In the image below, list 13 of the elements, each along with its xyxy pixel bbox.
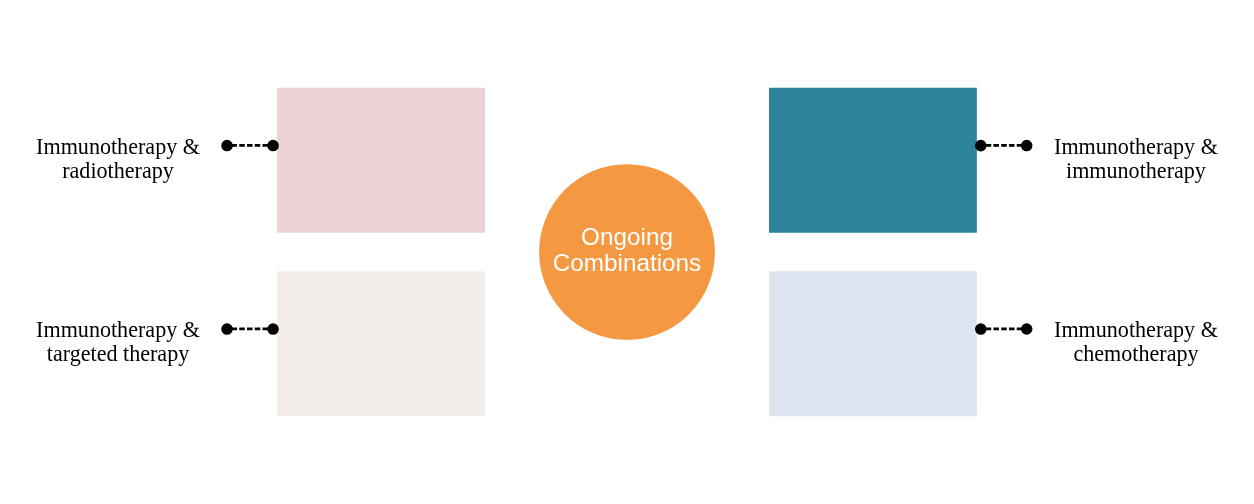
connector — [221, 139, 279, 152]
node-text: Immunotherapy & chemotherapy — [1054, 317, 1218, 367]
node-box — [769, 87, 977, 233]
node-box — [277, 87, 485, 233]
connector — [975, 139, 1033, 152]
node-circle: Ongoing Combinations — [539, 164, 715, 340]
node-text: Immunotherapy & radiotherapy — [36, 133, 200, 183]
node-text: Immunotherapy & immunotherapy — [1054, 133, 1218, 183]
node-box — [769, 271, 977, 417]
connector — [975, 323, 1033, 335]
node-text: Immunotherapy & targeted therapy — [36, 317, 200, 367]
node-box — [277, 271, 485, 417]
connector — [221, 323, 279, 335]
